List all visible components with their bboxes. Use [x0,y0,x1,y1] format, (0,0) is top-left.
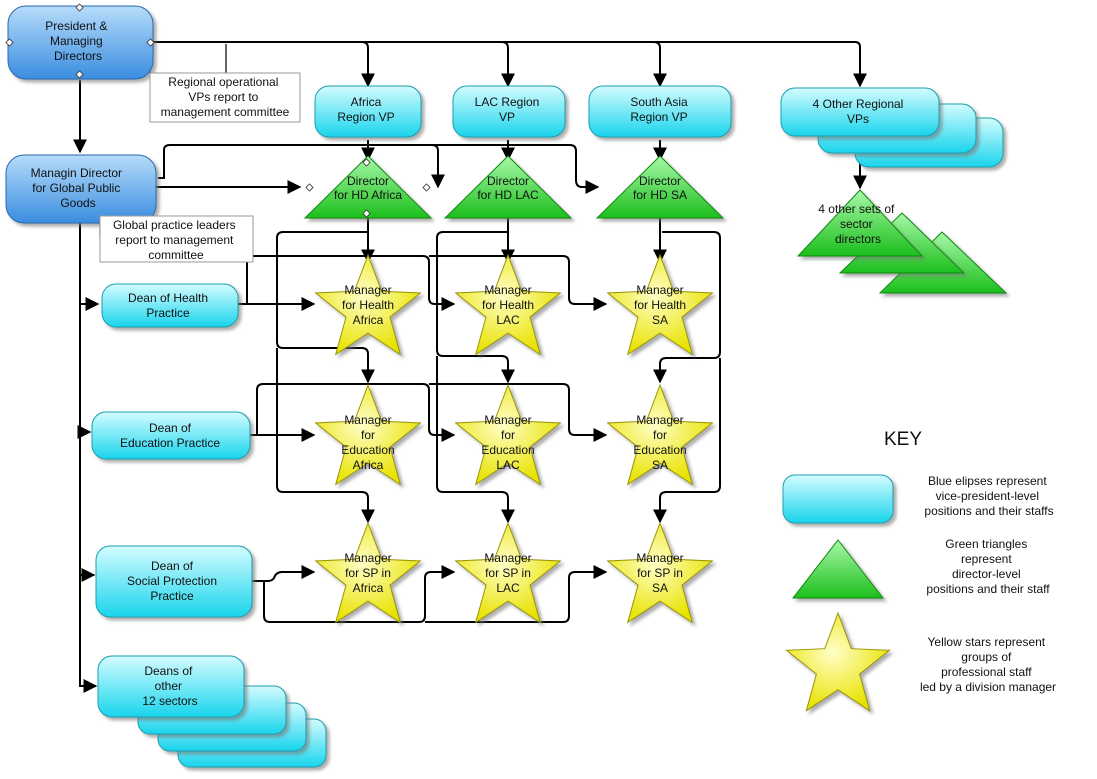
key-green-text: Green triangles represent director-level… [926,537,1050,596]
managing-director-gpg-node: Managin Director for Global Public Goods [5,154,157,224]
president-node: President & Managing Directors [5,3,155,80]
manager-health-sa-star [606,253,714,356]
key-green-swatch [791,539,885,599]
note-regional-vps: Regional operational VPs report to manag… [149,72,301,123]
other-sector-directors-stack: 4 other sets of sector directors [796,189,1008,294]
key-blue-text: Blue elipses represent vice-president-le… [924,474,1053,518]
note-regional-vps-text: Regional operational VPs report to manag… [161,75,290,119]
other-deans-stack: Deans of other 12 sectors [97,655,327,768]
key-star-shape [785,611,891,712]
key-yellow-swatch [785,611,891,712]
managing-director-label: Managin Director for Global Public Goods [31,166,126,210]
note-practice-leaders-text: Global practice leaders report to manage… [113,218,239,262]
director-selection-handles [305,158,431,218]
manager-sp-sa-star [606,521,714,624]
other-sector-directors-label: 4 other sets of sector directors [818,202,897,246]
manager-sp-africa-star [314,521,422,624]
manager-education-lac-star [454,383,562,486]
key-legend: KEY Blue elipses represent vice-presiden… [782,429,1056,712]
manager-education-africa-star [314,383,422,486]
key-blue-swatch [782,474,894,524]
managing-director-shape [5,154,157,224]
other-deans-label: Deans of other 12 sectors [142,664,197,708]
manager-sp-lac-star [454,521,562,624]
key-yellow-text: Yellow stars represent groups of profess… [920,635,1056,694]
president-label: President & Managing Directors [45,19,110,63]
manager-health-lac-star [454,253,562,356]
manager-education-sa-star [606,383,714,486]
key-title: KEY [884,429,922,450]
note-practice-leaders: Global practice leaders report to manage… [99,215,254,263]
selection-handles [5,3,155,79]
manager-health-africa-star [314,253,422,356]
